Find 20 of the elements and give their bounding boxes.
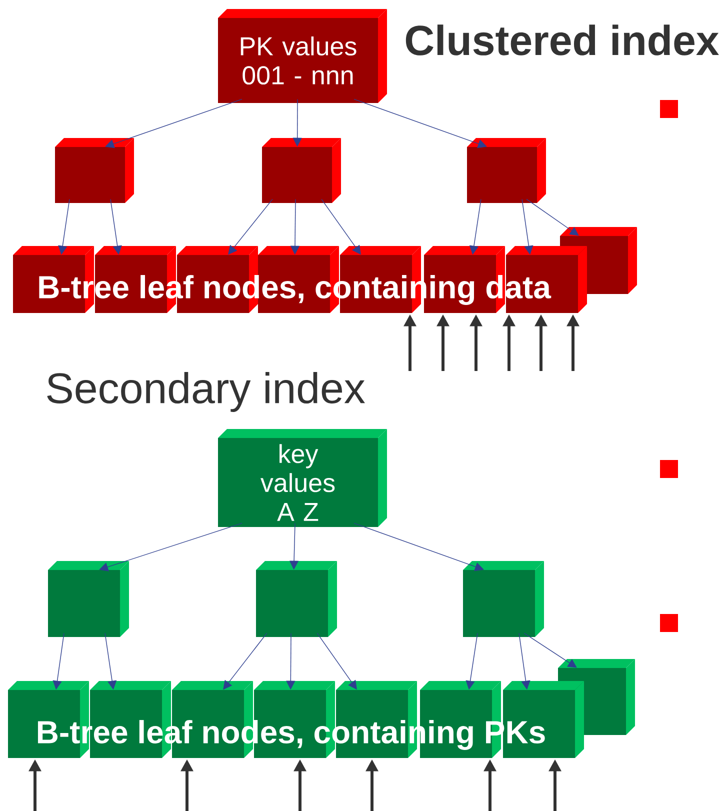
title-text: Clustered index — [406, 24, 719, 56]
arrow — [223, 632, 268, 690]
arrow — [524, 632, 577, 668]
cube-box — [256, 561, 337, 637]
title-text: Secondary index — [47, 372, 365, 412]
arrow — [354, 522, 484, 572]
arrow — [99, 522, 242, 572]
arrow — [228, 198, 273, 255]
index-box: key values A Z — [218, 429, 387, 527]
cube-box — [467, 138, 546, 203]
cube-box — [48, 561, 129, 637]
arrow — [105, 98, 242, 148]
cube-box — [262, 138, 341, 203]
arrow — [354, 98, 487, 148]
cube-box — [463, 561, 544, 637]
arrow — [316, 632, 357, 690]
arrow — [526, 198, 579, 236]
arrow — [321, 198, 361, 255]
cube-box — [55, 138, 134, 203]
index-box: PK values 001 - nnn — [218, 9, 387, 103]
